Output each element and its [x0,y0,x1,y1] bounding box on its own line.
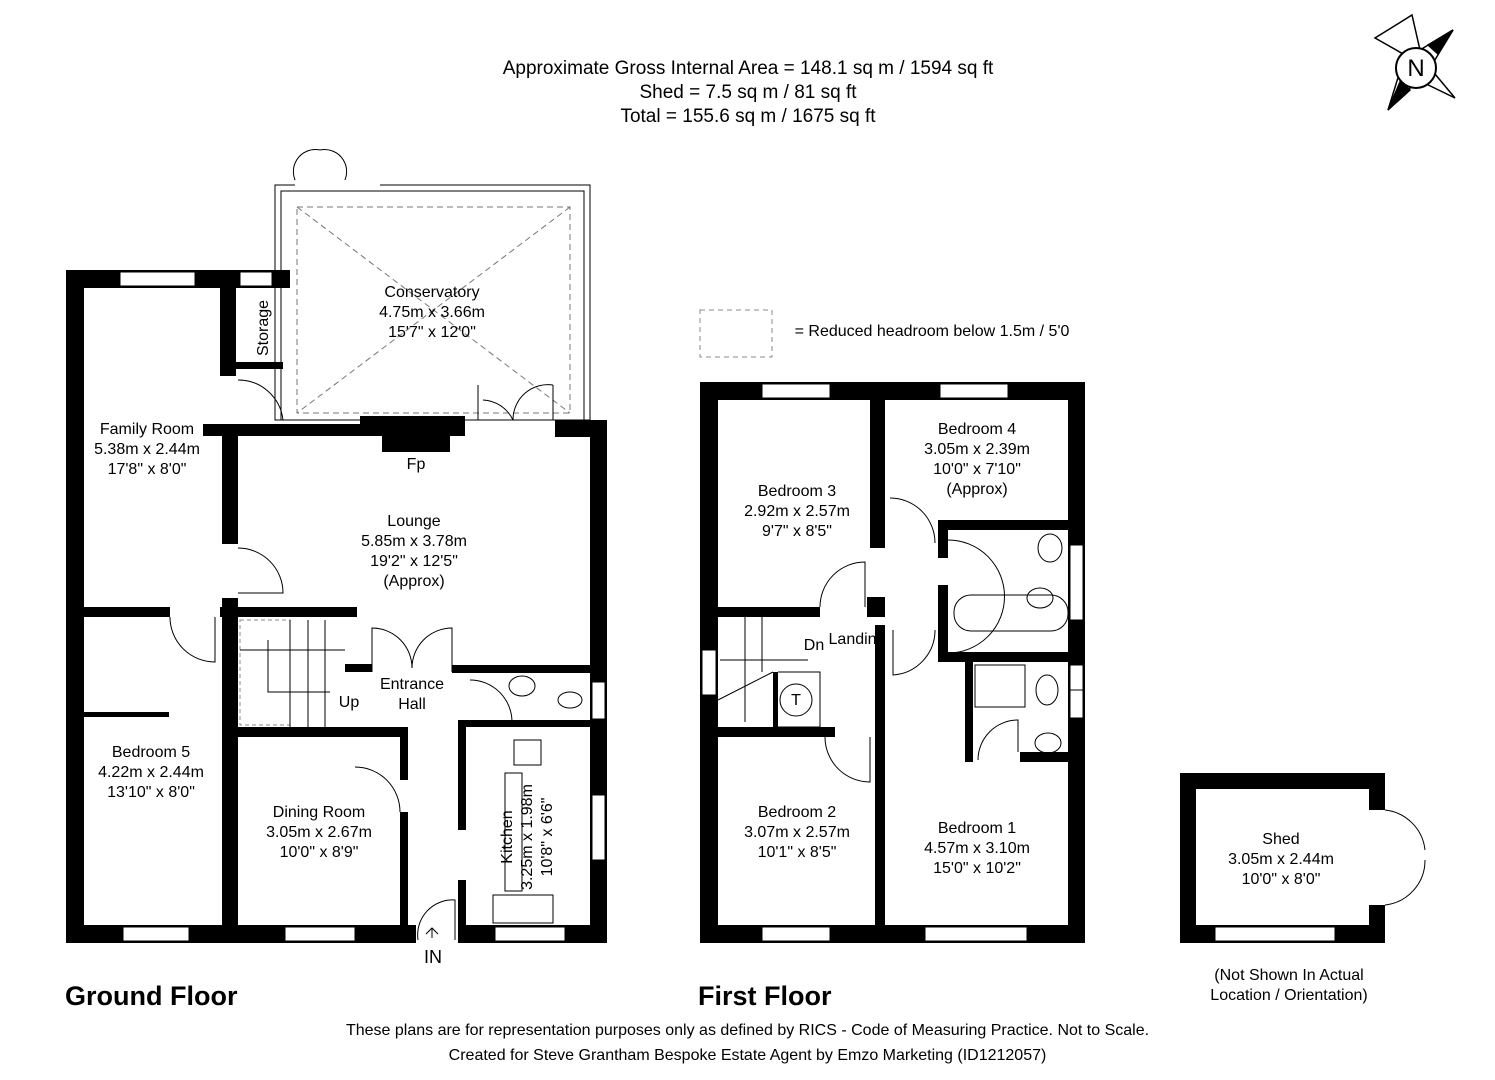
tank-label: T [791,692,801,709]
room-landing: Landing [828,631,886,648]
shed-walls [1180,773,1426,943]
ground-floor-title: Ground Floor [65,981,238,1011]
ground-floor-doors [169,379,583,941]
legend-text: = Reduced headroom below 1.5m / 5'0 [794,323,1070,340]
stairs-up-label: Up [338,694,360,711]
credit: Created for Steve Grantham Bespoke Estat… [448,1047,1047,1064]
entrance-in-label: IN [424,947,442,967]
conservatory-outline [274,149,591,421]
ground-floor-windows [119,271,606,942]
first-floor-title: First Floor [698,981,832,1011]
reduced-headroom-legend-swatch [699,309,773,358]
disclaimer: These plans are for representation purpo… [345,1022,1150,1039]
gross-internal-area: Approximate Gross Internal Area = 148.1 … [502,58,994,79]
stairs-down-label: Dn [803,637,825,654]
total-area: Total = 155.6 sq m / 1675 sq ft [620,106,876,127]
room-storage: Storage [255,299,272,357]
north-compass-icon [1373,13,1456,111]
compass-label: N [1407,55,1425,82]
first-floor-fixtures [717,497,1069,783]
fireplace-label: Fp [406,456,426,473]
shed-area: Shed = 7.5 sq m / 81 sq ft [639,82,857,103]
first-floor-windows [701,383,1084,942]
